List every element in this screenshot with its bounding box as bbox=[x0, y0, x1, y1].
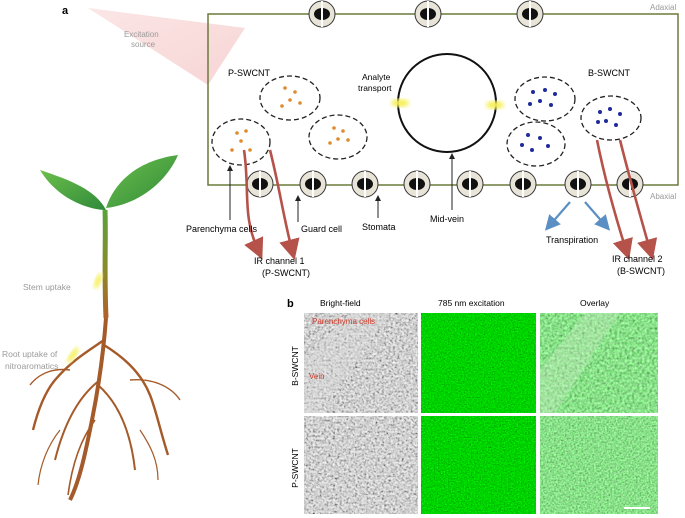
analyte-label-2: transport bbox=[358, 83, 392, 93]
excitation-beam bbox=[88, 8, 245, 85]
stomata-top bbox=[308, 0, 544, 28]
adaxial-label: Adaxial bbox=[650, 3, 676, 12]
mid-vein-label: Mid-vein bbox=[430, 214, 464, 224]
analyte-glow-left bbox=[391, 99, 409, 107]
ir-channel-2-label: IR channel 2 bbox=[612, 254, 663, 264]
excitation-label-1: Excitation bbox=[124, 30, 159, 39]
col-header-785nm: 785 nm excitation bbox=[438, 298, 505, 308]
panel-a-letter: a bbox=[62, 5, 69, 17]
analyte-glow-right bbox=[486, 101, 504, 109]
b-swcnt-cells bbox=[506, 76, 642, 167]
pointer-lines bbox=[227, 153, 455, 222]
ir-channel-1-sublabel: (P-SWCNT) bbox=[262, 268, 310, 278]
transpiration-label: Transpiration bbox=[546, 235, 598, 245]
root-uptake-label-2: nitroaromatics bbox=[5, 361, 58, 371]
analyte-label-1: Analyte bbox=[362, 72, 391, 82]
mid-vein bbox=[397, 53, 497, 153]
p-swcnt-label: P-SWCNT bbox=[228, 68, 270, 78]
image-b-785nm bbox=[421, 313, 536, 413]
root-uptake-label-1: Root uptake of bbox=[2, 349, 58, 359]
stomata-bottom bbox=[246, 170, 644, 198]
ir-channel-1-label: IR channel 1 bbox=[254, 256, 305, 266]
image-p-785nm bbox=[421, 416, 536, 514]
col-header-brightfield: Bright-field bbox=[320, 298, 361, 308]
p-swcnt-cells bbox=[211, 75, 368, 166]
leaf-cross-section bbox=[207, 13, 679, 186]
image-p-overlay bbox=[540, 416, 658, 514]
stomata-label: Stomata bbox=[362, 222, 396, 232]
image-b-overlay bbox=[540, 313, 658, 413]
guard-cell-label: Guard cell bbox=[301, 224, 342, 234]
panel-b-letter: b bbox=[287, 298, 294, 310]
stem-uptake-label: Stem uptake bbox=[23, 282, 71, 292]
col-header-overlay: Overlay bbox=[580, 298, 610, 308]
image-p-brightfield bbox=[304, 416, 418, 514]
parenchyma-cells-label: Parenchyma cells bbox=[186, 224, 258, 234]
plant-illustration bbox=[29, 155, 181, 501]
row-label-b-swcnt: B-SWCNT bbox=[290, 346, 300, 386]
ir-arrows bbox=[242, 139, 658, 261]
excitation-label-2: source bbox=[131, 40, 156, 49]
vein-annotation: Vein bbox=[309, 372, 325, 381]
row-label-p-swcnt: P-SWCNT bbox=[290, 448, 300, 488]
abaxial-label: Abaxial bbox=[650, 192, 676, 201]
parenchyma-annotation: Parenchyma cells bbox=[312, 317, 375, 326]
image-b-brightfield bbox=[304, 313, 418, 413]
ir-channel-2-sublabel: (B-SWCNT) bbox=[617, 266, 665, 276]
b-swcnt-label: B-SWCNT bbox=[588, 68, 630, 78]
transpiration-arrows bbox=[544, 201, 611, 231]
